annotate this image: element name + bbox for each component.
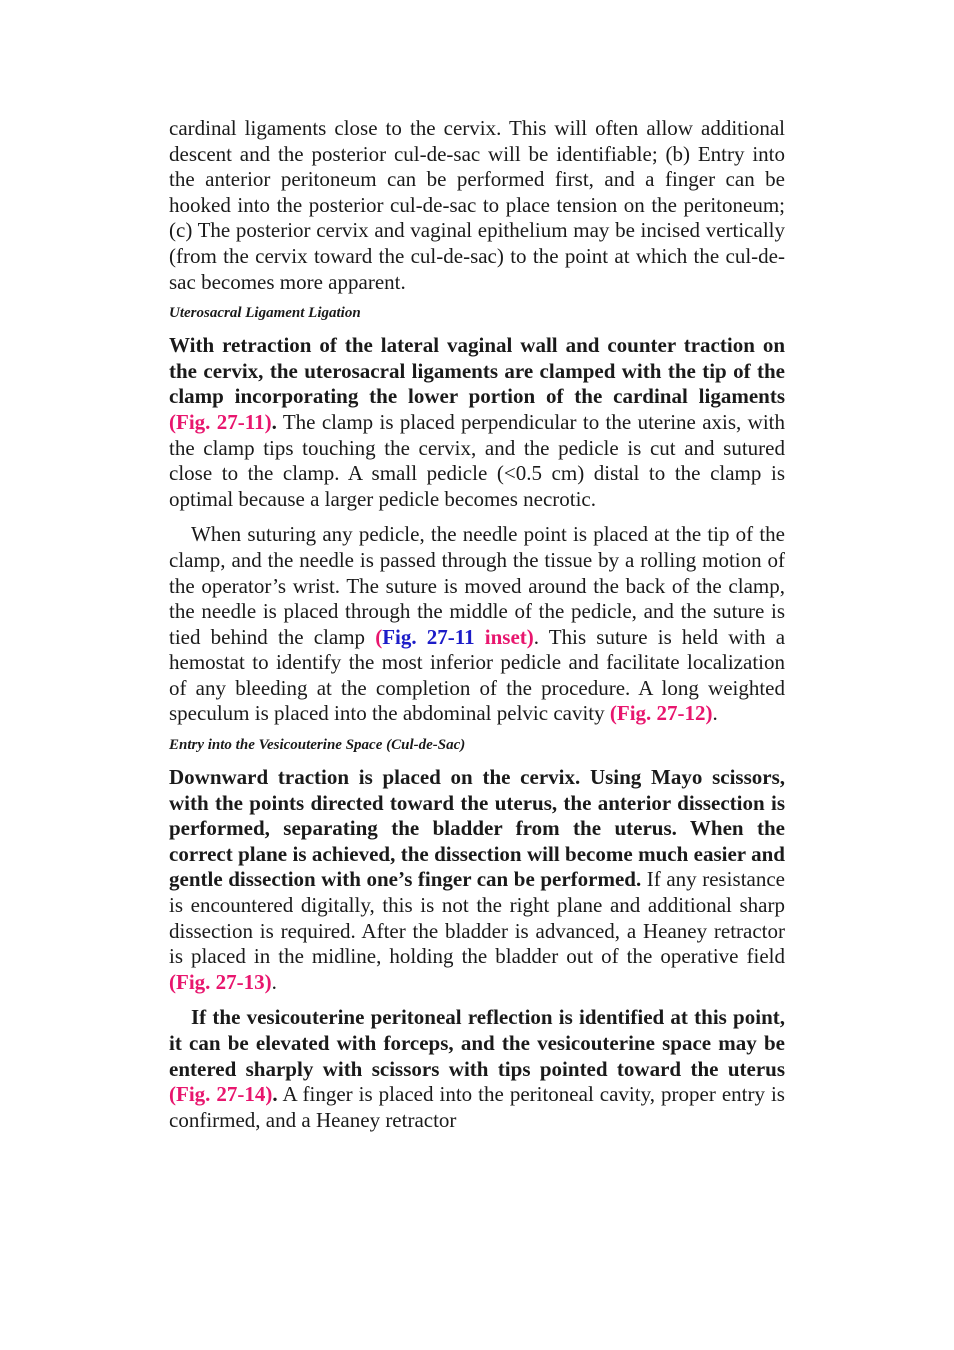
paragraph-text: cardinal ligaments close to the cervix. …: [169, 116, 785, 294]
section-heading-vesicouterine: Entry into the Vesicouterine Space (Cul-…: [169, 737, 466, 754]
paragraph-text: . This suture is held with a hemostat to…: [169, 624, 786, 726]
section-heading-uterosacral: Uterosacral Ligament Ligation: [169, 305, 361, 322]
figure-reference-27-11-inset[interactable]: Fig. 27-11: [382, 624, 475, 649]
bold-text: If the vesicouterine peritoneal reflecti…: [169, 1005, 785, 1081]
document-page: cardinal ligaments close to the cervix. …: [169, 116, 785, 1133]
figure-reference-27-13[interactable]: (Fig. 27-13): [169, 969, 272, 994]
paragraph-downward-traction: Downward traction is placed on the cervi…: [169, 765, 785, 995]
figure-reference-open-paren: (: [375, 624, 383, 649]
paragraph-text: .: [271, 969, 277, 994]
paragraph-suturing-pedicle: When suturing any pedicle, the needle po…: [169, 522, 785, 727]
paragraph-peritoneal-reflection: If the vesicouterine peritoneal reflecti…: [169, 1005, 785, 1133]
paragraph-uterosacral-clamp: With retraction of the lateral vaginal w…: [169, 333, 785, 512]
bold-text: Downward traction is placed on the cervi…: [169, 765, 785, 892]
paragraph-text: .: [712, 701, 718, 726]
figure-reference-27-14[interactable]: (Fig. 27-14): [169, 1082, 273, 1107]
paragraph-text: The clamp is placed perpendicular to the…: [169, 409, 786, 511]
paragraph-text: If any resistance is encountered digital…: [169, 867, 785, 969]
paragraph-text: A finger is placed into the peritoneal c…: [169, 1082, 785, 1132]
figure-reference-27-12[interactable]: (Fig. 27-12): [609, 701, 713, 726]
bold-text: With retraction of the lateral vaginal w…: [169, 333, 785, 409]
figure-reference-inset-label: inset): [474, 624, 534, 649]
bold-period: .: [272, 1082, 278, 1107]
paragraph-cul-de-sac-options: cardinal ligaments close to the cervix. …: [169, 116, 785, 295]
paragraph-text: When suturing any pedicle, the needle po…: [169, 522, 785, 649]
bold-period: .: [271, 409, 277, 434]
figure-reference-27-11[interactable]: (Fig. 27-11): [169, 409, 272, 434]
